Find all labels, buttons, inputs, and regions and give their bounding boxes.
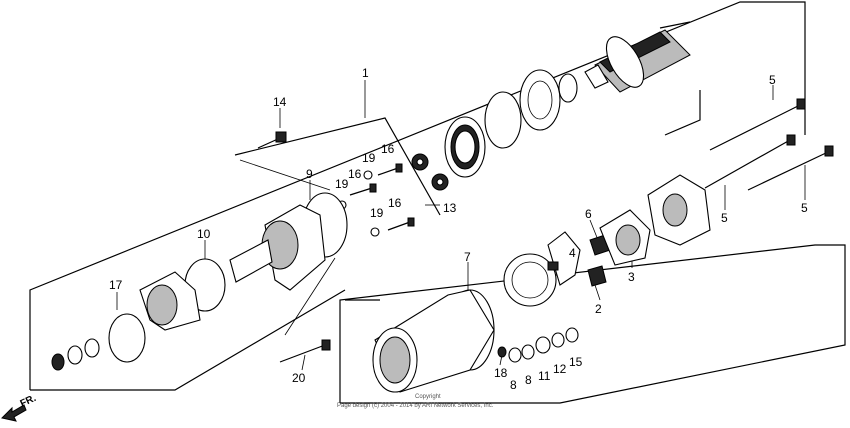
footer-copyright: Copyright Page design (c) 2004 - 2014 by…	[337, 394, 494, 409]
callout-14: 14	[273, 95, 287, 109]
callout-16-middle: 16	[348, 167, 362, 181]
callout-3: 3	[628, 270, 635, 284]
callout-19-lower: 19	[370, 206, 384, 220]
callout-8-left: 8	[510, 378, 517, 392]
callout-10: 10	[197, 227, 211, 241]
callout-15: 15	[569, 355, 583, 369]
callout-20: 20	[292, 371, 306, 385]
drive-housing	[51, 192, 348, 371]
front-direction-indicator: FR.	[0, 393, 38, 422]
callout-17: 17	[109, 278, 123, 292]
callout-5-right: 5	[801, 201, 808, 215]
callout-19-middle: 19	[335, 177, 349, 191]
callout-16-lower: 16	[388, 196, 402, 210]
callout-5-middle: 5	[721, 211, 728, 225]
callout-19-top: 19	[362, 151, 376, 165]
copyright-text: Page design (c) 2004 - 2014 by ARI Netwo…	[337, 403, 494, 409]
callout-6: 6	[585, 207, 592, 221]
washers-bottom	[279, 327, 579, 363]
callout-18: 18	[494, 366, 508, 380]
callout-11: 11	[538, 369, 551, 383]
callout-8-right: 8	[525, 373, 532, 387]
callout-12: 12	[553, 362, 567, 376]
callout-13: 13	[443, 201, 457, 215]
callout-4: 4	[569, 246, 576, 260]
armature	[584, 21, 691, 93]
front-arrow-icon	[0, 404, 27, 422]
callout-labels: 1 2 3 4 5 5 5 6 7 8 8 9 10 11 12 13 14 1…	[109, 66, 808, 392]
yoke	[372, 289, 495, 393]
washers-gears-top	[411, 69, 578, 191]
copyright-title: Copyright	[415, 394, 441, 400]
callout-1: 1	[362, 66, 369, 80]
callout-5-top: 5	[769, 73, 776, 87]
brush-holder-assembly	[503, 174, 711, 307]
callout-7: 7	[464, 250, 471, 264]
callout-16-top: 16	[381, 142, 395, 156]
callout-9: 9	[306, 167, 313, 181]
callout-2: 2	[595, 302, 602, 316]
assembly-outline	[29, 1, 846, 404]
through-bolts	[704, 98, 834, 191]
front-label: FR.	[19, 393, 38, 410]
